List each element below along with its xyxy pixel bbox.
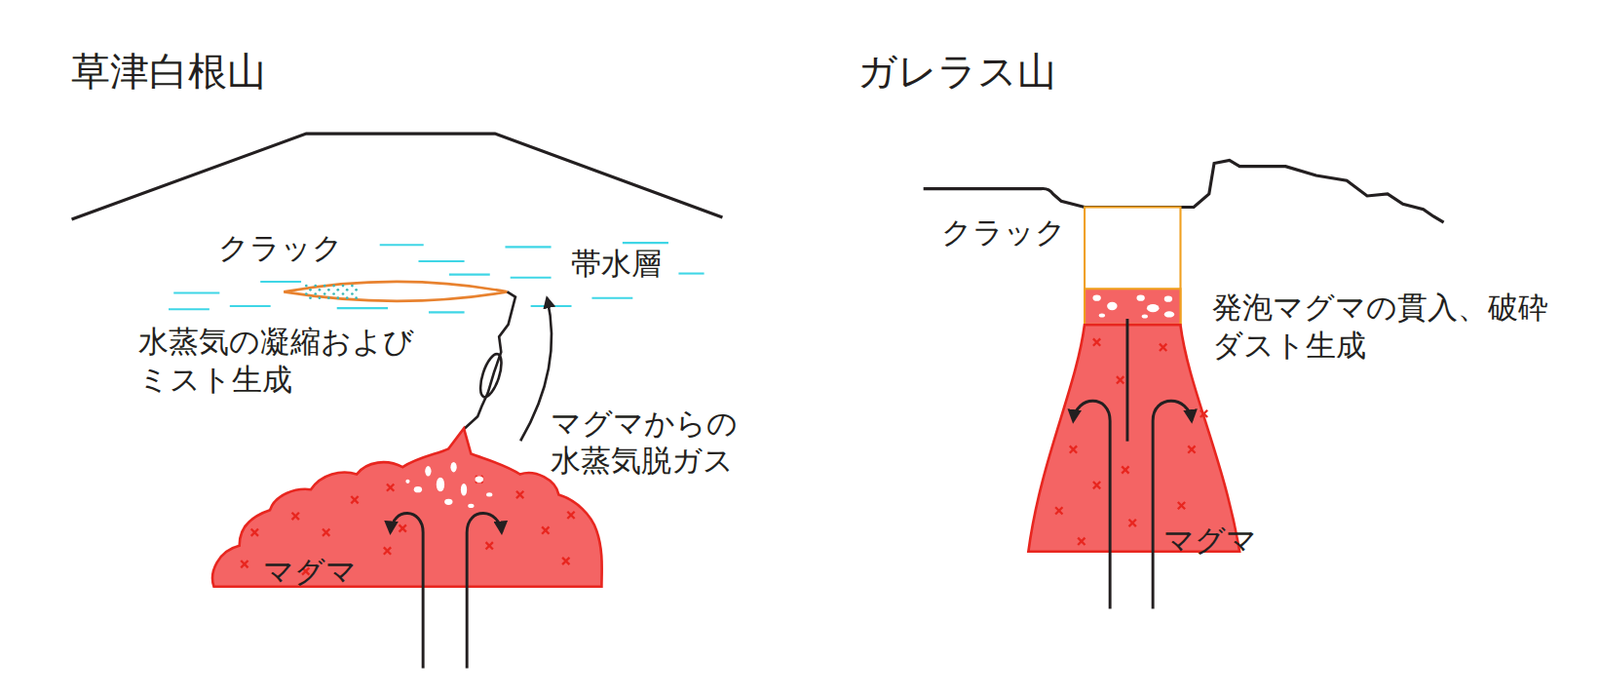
magma-shape xyxy=(203,419,612,676)
bubbles xyxy=(1092,295,1175,319)
flow-arrow xyxy=(467,513,503,669)
crack-box xyxy=(1084,207,1181,325)
magma-body: マグマ xyxy=(203,419,612,676)
crack-label: クラック xyxy=(941,213,1067,252)
flow-arrow xyxy=(1152,400,1192,609)
figure-heading: 草津白根山 xyxy=(71,46,267,96)
flow-arrow xyxy=(1126,318,1130,442)
fracture-path xyxy=(464,291,516,428)
flow-arrow xyxy=(390,513,424,669)
magma-body: マグマ xyxy=(1020,318,1251,615)
vesiculated-magma xyxy=(1084,288,1181,325)
crater-surface xyxy=(923,159,1445,223)
crack-lens xyxy=(283,281,507,302)
magma-shape xyxy=(1020,318,1251,615)
degassing-arrow xyxy=(520,298,552,442)
bubbles xyxy=(406,461,494,508)
crack-label: クラック xyxy=(218,228,343,267)
mist-dots xyxy=(304,284,358,300)
mountain-profile xyxy=(72,133,724,220)
process-note: 水蒸気の凝縮および ミスト生成 xyxy=(138,322,422,399)
magma-label: マグマ xyxy=(1163,522,1258,559)
crystal-marks xyxy=(1055,338,1208,545)
magma-label: マグマ xyxy=(263,553,357,590)
magma-outline xyxy=(1028,324,1241,551)
aquifer-label: 帯水層 xyxy=(571,244,662,283)
process-note: 発泡マグマの貫入、破砕 ダスト生成 xyxy=(1212,288,1557,365)
figure-heading: ガレラス山 xyxy=(857,46,1057,96)
flow-arrow xyxy=(1073,400,1111,609)
process-note: マグマからの 水蒸気脱ガス xyxy=(550,404,744,481)
fracture-opening xyxy=(476,351,506,400)
